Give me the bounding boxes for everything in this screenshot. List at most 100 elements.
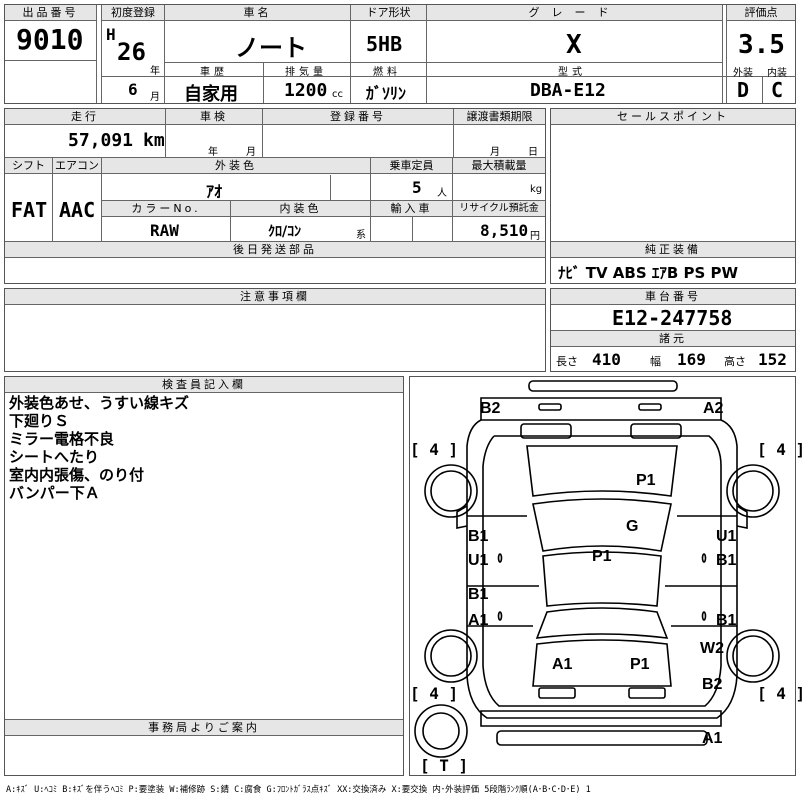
tire-rear-left-label: [ 4 ]: [410, 684, 459, 703]
grade-value: X: [566, 30, 582, 60]
remark-line: 外装色あせ、うすい線キズ: [9, 394, 190, 412]
width-value: 169: [677, 350, 706, 369]
color-no-value: RAW: [150, 221, 179, 240]
recycle-value: 8,510: [480, 221, 529, 240]
max-load-unit: kg: [530, 184, 543, 195]
damage-left-rear-door-1: B1: [468, 586, 489, 603]
first-reg-year: 26: [117, 38, 146, 66]
history-value: 自家用: [184, 84, 238, 105]
door-label: ドア形状: [351, 5, 426, 21]
height-value: 152: [758, 350, 787, 369]
shift-value: FAT: [11, 198, 48, 222]
damage-right-front-door-1: U1: [716, 528, 737, 545]
lot-label: 出品番号: [5, 5, 96, 21]
registration-label: 登録番号: [263, 109, 453, 125]
import-label: 輸入車: [371, 201, 452, 217]
first-reg-label: 初度登録: [102, 5, 164, 21]
inspection-label: 車検: [166, 109, 262, 125]
int-color-unit: 系: [356, 230, 366, 241]
transfer-label: 譲渡書類期限: [454, 109, 545, 125]
chassis-number: E12-247758: [612, 306, 733, 330]
int-color-value: ｸﾛ/ｺﾝ: [268, 224, 302, 240]
sales-point-label: セールスポイント: [551, 109, 795, 125]
equipment-value: ﾅﾋﾞ TV ABS ｴｱB PS PW: [558, 264, 739, 282]
grade-label: グレード: [427, 5, 722, 21]
remark-line: 下廻りＳ: [9, 412, 70, 430]
damage-trunk-right: P1: [630, 656, 650, 673]
notes-label: 注意事項欄: [5, 289, 545, 305]
fuel-value: ｶﾞｿﾘﾝ: [366, 84, 407, 103]
history-label: 車歴: [200, 67, 228, 78]
car-name-label: 車名: [165, 5, 350, 21]
first-reg-year-unit: 年: [150, 66, 160, 77]
mileage-value: 57,091: [68, 130, 134, 151]
damage-hood: P1: [636, 472, 656, 489]
tire-rear-right-label: [ 4 ]: [757, 684, 805, 703]
shift-label: シフト: [5, 158, 52, 174]
model-label: 型式: [558, 67, 586, 78]
first-reg-era: H: [106, 25, 116, 44]
remark-line: バンパー下Ａ: [9, 484, 100, 502]
width-label: 幅: [650, 355, 661, 368]
damage-right-rear-door: B1: [716, 612, 737, 629]
height-label: 高さ: [724, 355, 746, 368]
transfer-month-unit: 月: [490, 147, 500, 158]
length-value: 410: [592, 350, 621, 369]
inspection-month-unit: 月: [246, 147, 256, 158]
max-load-label: 最大積載量: [453, 158, 545, 174]
spare-tire-label: [ T ]: [420, 756, 469, 775]
remark-line: シートへたり: [9, 448, 100, 466]
damage-legend: A:ｷｽﾞ U:ﾍｺﾐ B:ｷｽﾞを伴うﾍｺﾐ P:要塗装 W:補修跡 S:錆 …: [6, 785, 591, 795]
damage-left-rear-door-2: A1: [468, 612, 489, 629]
inspector-remarks: 外装色あせ、うすい線キズ 下廻りＳ ミラー電格不良 シートへたり 室内内張傷、の…: [9, 394, 189, 502]
first-reg-month-unit: 月: [150, 92, 160, 103]
first-reg-month: 6: [128, 80, 138, 99]
damage-left-front-door-1: B1: [468, 528, 489, 545]
damage-front-left: B2: [480, 400, 501, 417]
recycle-unit: 円: [530, 231, 540, 242]
car-outline-diagram: [414, 380, 780, 758]
lot-number: 9010: [16, 23, 84, 56]
inspection-year-unit: 年: [208, 147, 218, 158]
mileage-label: 走行: [5, 109, 165, 125]
remark-line: 室内内張傷、のり付: [9, 466, 145, 484]
aircon-label: エアコン: [53, 158, 101, 174]
interior-score: C: [771, 78, 784, 102]
car-name: ノート: [235, 34, 307, 62]
ext-color-value: ｱｵ: [206, 182, 223, 201]
int-color-label: 内装色: [231, 201, 370, 217]
capacity-unit: 人: [437, 188, 447, 199]
damage-diagram-box: [409, 376, 796, 776]
damage-right-rear-fender: W2: [700, 640, 724, 657]
later-parts-label: 後日発送部品: [5, 242, 545, 258]
capacity-label: 乗車定員: [371, 158, 452, 174]
dims-label: 諸元: [551, 331, 795, 347]
tire-front-left-label: [ 4 ]: [410, 440, 459, 459]
damage-rear-bumper: A1: [702, 730, 723, 747]
damage-left-front-door-2: U1: [468, 552, 489, 569]
equipment-label: 純正装備: [551, 242, 795, 258]
transfer-day-unit: 日: [528, 147, 538, 158]
capacity-value: 5: [412, 178, 422, 197]
exterior-score-label: 外装: [733, 68, 753, 79]
damage-rear-right: B2: [702, 676, 723, 693]
inspector-box: [4, 376, 404, 776]
chassis-label: 車台番号: [551, 289, 795, 305]
damage-trunk-left: A1: [552, 656, 573, 673]
length-label: 長さ: [556, 355, 578, 368]
damage-front-right: A2: [703, 400, 724, 417]
office-label: 事務局よりご案内: [5, 720, 403, 736]
mileage-unit: km: [143, 130, 165, 151]
score-value: 3.5: [738, 30, 785, 60]
fuel-label: 燃料: [373, 67, 401, 78]
model-value: DBA-E12: [530, 80, 606, 101]
exterior-score: D: [737, 78, 750, 102]
remark-line: ミラー電格不良: [9, 430, 115, 448]
displacement-value: 1200: [284, 80, 328, 101]
ext-color-label: 外装色: [102, 158, 370, 174]
displacement-unit: cc: [332, 89, 343, 100]
damage-roof: P1: [592, 548, 612, 565]
color-no-label: カラーNo.: [102, 201, 230, 217]
door-type: 5HB: [366, 32, 403, 56]
interior-score-label: 内装: [767, 68, 787, 79]
